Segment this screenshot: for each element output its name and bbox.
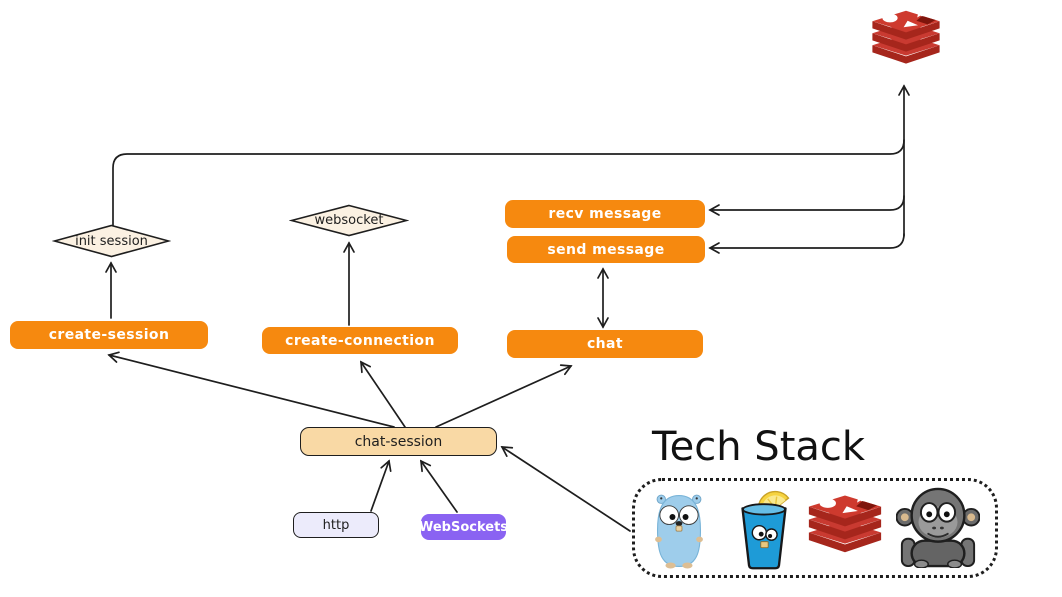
node-websockets-label: WebSockets xyxy=(418,519,509,535)
tech-stack-container xyxy=(632,478,998,578)
diamond-shape xyxy=(52,224,171,258)
redis-icon xyxy=(802,490,888,568)
edge-chat-session-to-create-connection xyxy=(360,360,406,428)
node-create-session: create-session xyxy=(10,321,208,349)
node-send-message-label: send message xyxy=(547,241,665,258)
node-create-session-label: create-session xyxy=(48,327,170,343)
node-http: http xyxy=(293,512,379,538)
diamond-shape xyxy=(289,204,409,237)
node-create-connection-label: create-connection xyxy=(285,332,435,349)
edge-to-send-message-arrow xyxy=(708,233,905,254)
node-websocket-label: websocket xyxy=(314,213,384,228)
node-create-connection: create-connection xyxy=(262,327,458,354)
node-chat-label: chat xyxy=(586,336,623,352)
edge-websockets-to-chat-session xyxy=(419,459,458,513)
edge-chat-session-to-chat xyxy=(435,364,573,428)
node-chat-session-label: chat-session xyxy=(354,433,443,450)
tech-stack-title: Tech Stack xyxy=(652,424,866,470)
node-recv-message: recv message xyxy=(505,200,705,228)
node-websockets: WebSockets xyxy=(418,514,509,540)
gorilla-icon xyxy=(896,486,980,568)
node-websocket: websocket xyxy=(289,204,409,237)
node-chat-session: chat-session xyxy=(300,427,497,456)
node-chat: chat xyxy=(507,330,703,358)
edge-chat-session-to-create-session xyxy=(107,351,395,428)
node-init-session: init session xyxy=(52,224,171,258)
go-gopher-icon xyxy=(651,492,707,570)
gin-glass-icon xyxy=(733,486,795,572)
node-recv-message-label: recv message xyxy=(548,206,662,222)
redis-icon xyxy=(866,6,946,78)
node-init-session-label: init session xyxy=(75,233,148,249)
edge-http-to-chat-session xyxy=(370,459,392,512)
edge-tech-stack-to-chat-session xyxy=(500,446,631,532)
edge-to-recv-message-arrow xyxy=(708,195,905,216)
edge-init-session-to-redis xyxy=(112,139,905,227)
node-send-message: send message xyxy=(507,236,705,263)
node-http-label: http xyxy=(322,517,350,533)
